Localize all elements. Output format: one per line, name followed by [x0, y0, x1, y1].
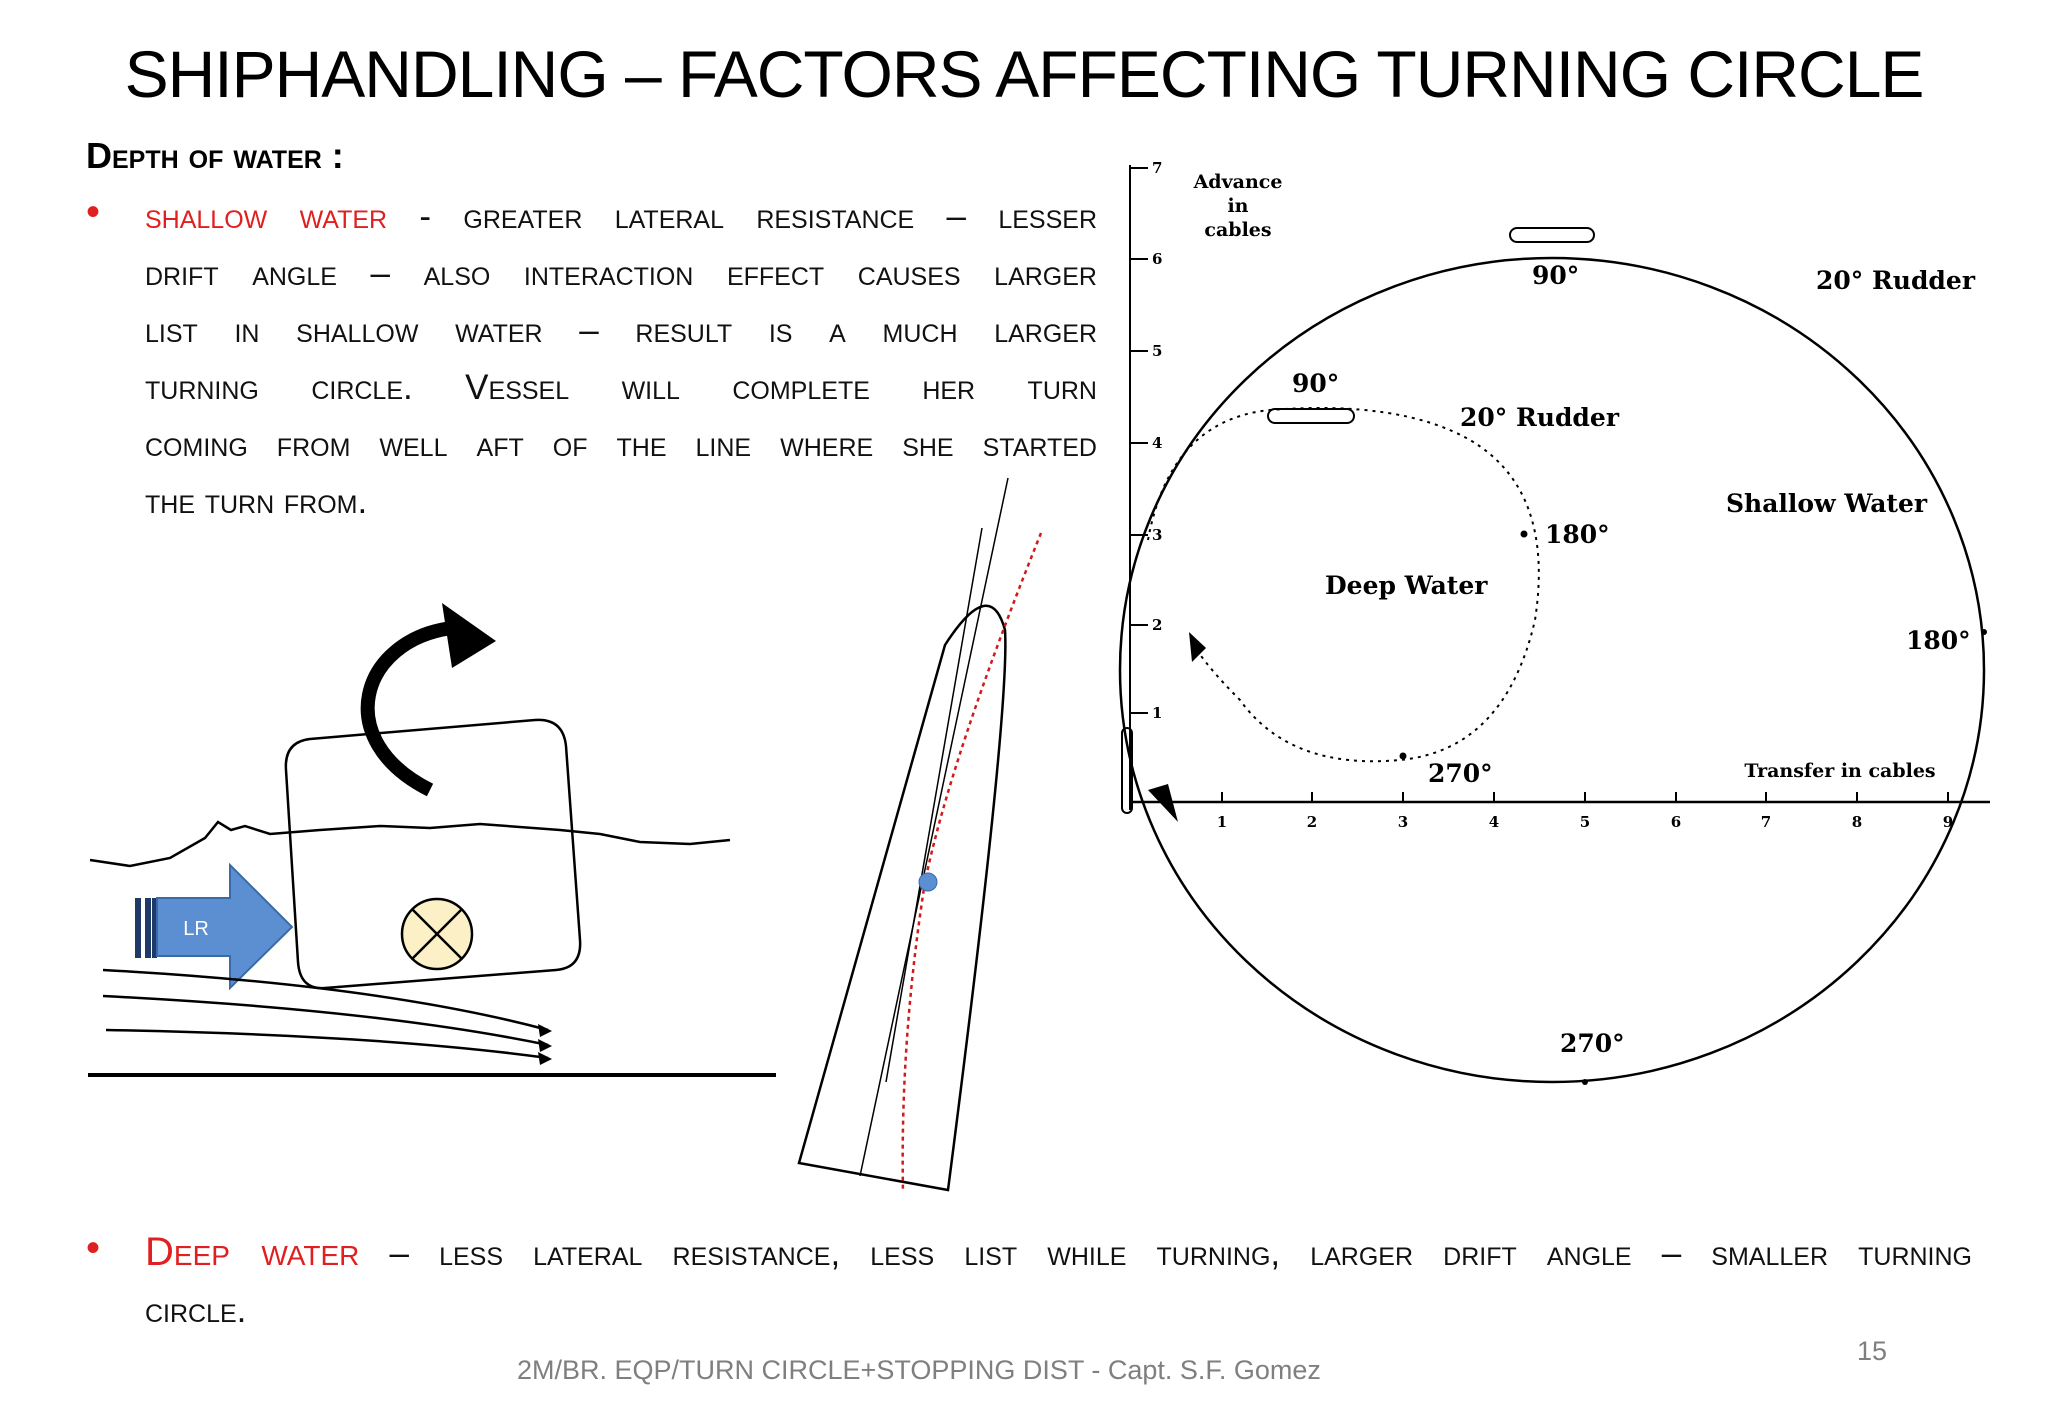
shallow-water-start-arrow — [1148, 784, 1178, 822]
x-tick-label: 3 — [1398, 813, 1408, 831]
bullet-marker: • — [86, 190, 101, 234]
track-line — [901, 532, 1043, 1193]
seabed-line — [89, 820, 731, 868]
y-tick-label: 7 — [1152, 159, 1162, 177]
shallow-270-label: 270° — [1560, 1029, 1625, 1058]
ship-icon — [1509, 227, 1595, 243]
deep-water-end-arrow — [1189, 632, 1206, 662]
deep-water-paragraph: Deep water – less lateral resistance, le… — [145, 1230, 1973, 1330]
deep-water-circle — [1147, 407, 1540, 763]
svg-text:cables: cables — [1204, 219, 1271, 241]
transfer-axis-title: Transfer in cables — [1744, 760, 1935, 782]
x-tick-label: 7 — [1761, 813, 1771, 831]
shallow-water-circle — [1118, 256, 1986, 1084]
ship-icon — [1267, 408, 1355, 424]
deep-water-label: Deep Water — [1325, 571, 1488, 600]
y-tick-label: 2 — [1152, 616, 1162, 634]
shallow-rudder-label: 20° Rudder — [1816, 266, 1976, 295]
deep-water-label: Deep water — [145, 1230, 360, 1274]
y-tick-label: 3 — [1152, 526, 1162, 544]
shallow-180-label: 180° — [1906, 626, 1971, 655]
pivot-point-icon — [918, 872, 938, 892]
deep-270-label: 270° — [1428, 759, 1493, 788]
advance-axis-title: Advance in cables — [1193, 171, 1283, 241]
deep-rudder-label: 20° Rudder — [1460, 403, 1620, 432]
y-axis-ticks — [1130, 167, 1148, 714]
page-title: SHIPHANDLING – FACTORS AFFECTING TURNING… — [124, 37, 1925, 111]
section-heading: Depth of water : — [86, 135, 344, 176]
deep-90-label: 90° — [1292, 369, 1339, 398]
x-tick-label: 1 — [1217, 813, 1227, 831]
shallow-water-label: shallow water — [145, 197, 388, 236]
shallow-water-paragraph: shallow water - greater lateral resistan… — [145, 197, 1097, 521]
hull-section — [284, 718, 582, 990]
bullet-marker: • — [86, 1226, 101, 1270]
capsize-arrow-head — [442, 603, 496, 668]
capsize-arrow — [360, 621, 454, 797]
x-tick-label: 2 — [1307, 813, 1317, 831]
ship-hull-outline — [797, 604, 1007, 1192]
lateral-resistance-arrow — [156, 862, 294, 991]
y-tick-label: 6 — [1152, 250, 1162, 268]
lateral-resistance-label: LR — [183, 918, 209, 940]
x-tick-label: 9 — [1943, 813, 1953, 831]
footer-text: 2M/BR. EQP/TURN CIRCLE+STOPPING DIST - C… — [517, 1355, 1321, 1385]
y-tick-label: 5 — [1152, 342, 1162, 360]
x-tick-labels: 1 2 3 4 5 6 7 8 9 — [1217, 813, 1953, 831]
x-tick-label: 4 — [1489, 813, 1499, 831]
svg-text:in: in — [1227, 195, 1248, 217]
x-tick-label: 8 — [1852, 813, 1862, 831]
page-number: 15 — [1857, 1336, 1888, 1366]
ship-fore-aft-line — [885, 527, 983, 1083]
y-tick-label: 4 — [1152, 434, 1162, 452]
shallow-water-label: Shallow Water — [1726, 489, 1928, 518]
y-tick-labels: 1 2 3 4 5 6 7 — [1152, 159, 1162, 722]
ship-heading-line — [859, 477, 1009, 1177]
deep-180-label: 180° — [1545, 520, 1610, 549]
x-axis-ticks — [1221, 792, 1949, 802]
shallow-90-label: 90° — [1532, 261, 1579, 290]
y-tick-label: 1 — [1152, 704, 1162, 722]
svg-text:Advance: Advance — [1193, 171, 1283, 193]
x-tick-label: 5 — [1580, 813, 1590, 831]
x-tick-label: 6 — [1671, 813, 1681, 831]
